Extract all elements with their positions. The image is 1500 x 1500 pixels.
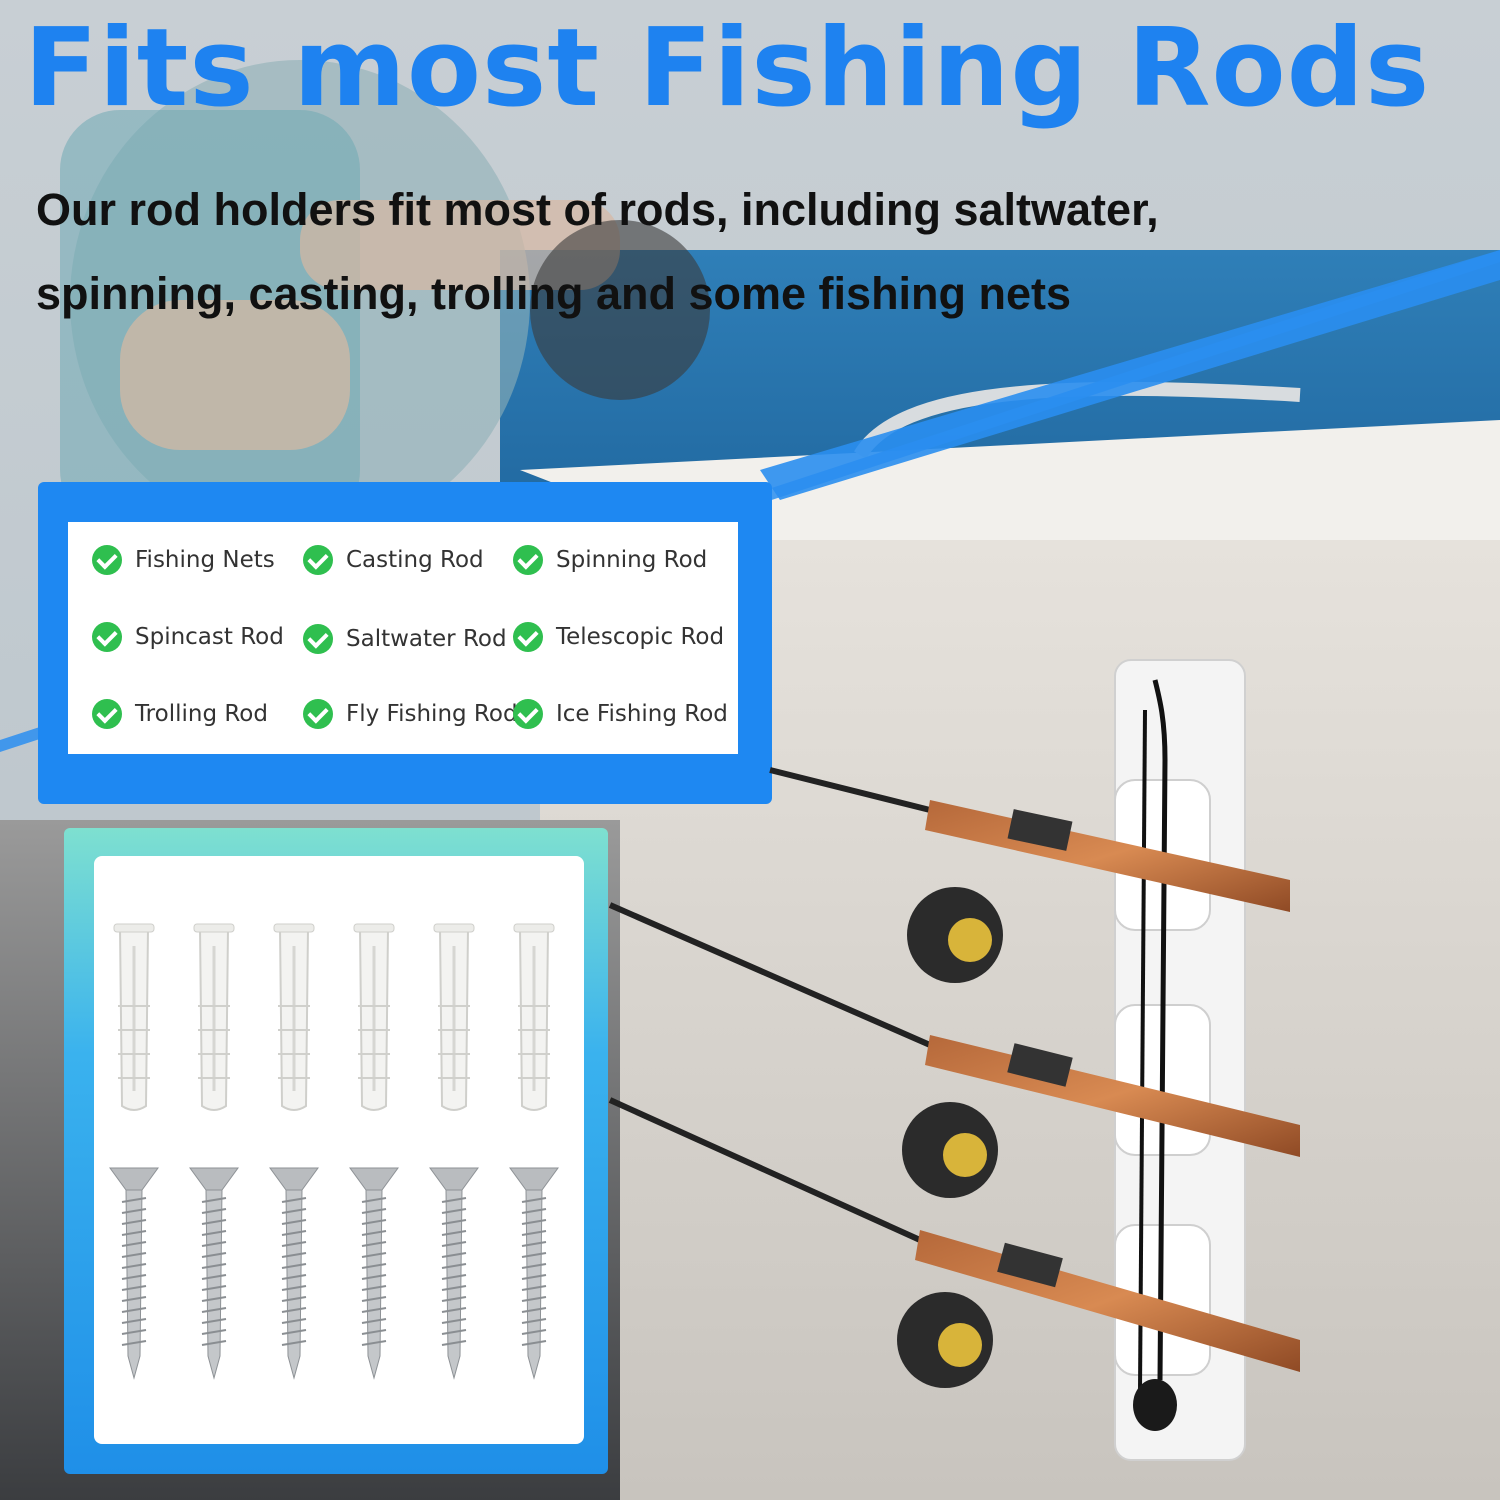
wall-anchor: [113, 923, 155, 1111]
hardware-card: [94, 856, 584, 1444]
feature-label: Casting Rod: [346, 547, 484, 573]
feature-label: Ice Fishing Rod: [556, 701, 728, 727]
feature-label: Spinning Rod: [556, 547, 708, 573]
elastic-strap: [1138, 709, 1147, 1391]
reel-spool: [938, 1323, 982, 1367]
feature-item: Spincast Rod: [92, 617, 284, 657]
rod-blank: [769, 767, 931, 813]
feature-item: Fishing Nets: [92, 540, 275, 580]
page-subtitle: Our rod holders fit most of rods, includ…: [36, 168, 1336, 336]
wall-anchor: [193, 923, 235, 1111]
screw: [189, 1167, 239, 1380]
check-circle-icon: [92, 699, 122, 729]
feature-label: Fishing Nets: [135, 547, 275, 573]
elastic-strap: [1152, 679, 1168, 1381]
wall-anchor: [433, 923, 475, 1111]
wall-anchor: [353, 923, 395, 1111]
check-circle-icon: [92, 545, 122, 575]
check-circle-icon: [303, 545, 333, 575]
feature-label: Saltwater Rod: [346, 626, 507, 652]
screw: [109, 1167, 159, 1380]
subtitle-line-2: spinning, casting, trolling and some fis…: [36, 268, 1072, 319]
check-circle-icon: [303, 624, 333, 654]
features-card: [68, 522, 738, 754]
rod-reel-seat: [1007, 1043, 1073, 1087]
reel-spool: [948, 918, 992, 962]
feature-item: Trolling Rod: [92, 694, 268, 734]
wall-anchor: [273, 923, 315, 1111]
check-circle-icon: [303, 699, 333, 729]
feature-label: Telescopic Rod: [556, 624, 725, 650]
screw: [349, 1167, 399, 1380]
hardware-illustration: [109, 923, 559, 1380]
check-circle-icon: [92, 622, 122, 652]
screw: [509, 1167, 559, 1380]
check-circle-icon: [513, 699, 543, 729]
screw: [429, 1167, 479, 1380]
feature-item: Spinning Rod: [513, 540, 707, 580]
feature-item: Casting Rod: [303, 540, 484, 580]
subtitle-line-1: Our rod holders fit most of rods, includ…: [36, 184, 1159, 235]
rod-rack-product: [608, 659, 1300, 1461]
feature-label: Fly Fishing Rod: [346, 701, 518, 727]
reel-spool: [943, 1133, 987, 1177]
rod-blank: [608, 1097, 922, 1243]
strap-ball: [1133, 1379, 1177, 1431]
feature-item: Fly Fishing Rod: [303, 694, 518, 734]
check-circle-icon: [513, 622, 543, 652]
feature-item: Telescopic Rod: [513, 617, 724, 657]
page-title: Fits most Fishing Rods: [24, 6, 1431, 131]
feature-item: Ice Fishing Rod: [513, 694, 728, 734]
rod-reel-seat: [997, 1242, 1063, 1288]
feature-label: Spincast Rod: [135, 624, 284, 650]
wall-anchor: [513, 923, 555, 1111]
rod-blank: [608, 902, 932, 1048]
rod-reel-seat: [1007, 809, 1073, 851]
screw: [269, 1167, 319, 1380]
check-circle-icon: [513, 545, 543, 575]
feature-item: Saltwater Rod: [303, 619, 507, 659]
feature-label: Trolling Rod: [135, 701, 268, 727]
